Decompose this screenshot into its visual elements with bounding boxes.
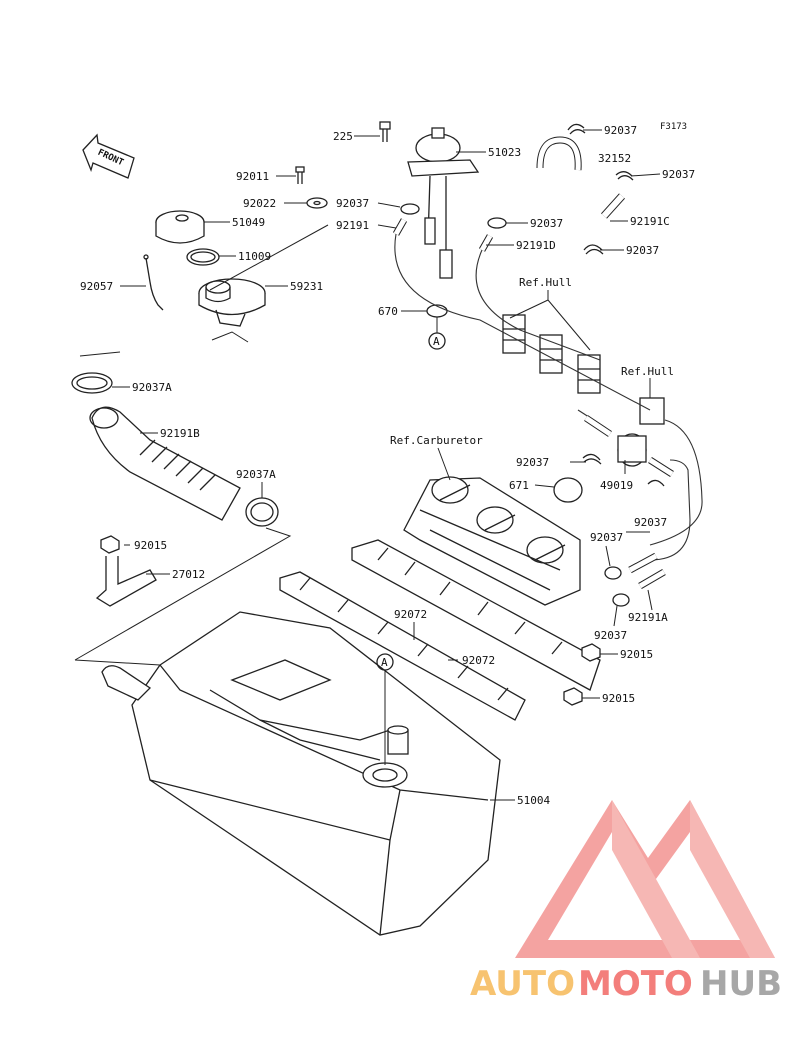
nut-92015-b-icon (581, 643, 601, 662)
label-671: 671 (509, 479, 529, 492)
washer-icon (306, 197, 328, 209)
label-92037-c: 92037 (336, 197, 369, 210)
front-arrow-icon: FRONT (82, 133, 135, 179)
clip-92037-f-icon (582, 453, 602, 465)
clip-92037-mid-icon (487, 217, 507, 229)
label-92037a-b: 92037A (236, 468, 276, 481)
label-51023: 51023 (488, 146, 521, 159)
label-92072-a: 92072 (394, 608, 427, 621)
label-92191: 92191 (336, 219, 369, 232)
figure-code: F3173 (660, 122, 687, 132)
label-92191c: 92191C (630, 215, 670, 228)
label-92191d: 92191D (516, 239, 556, 252)
bolt-225-icon (379, 121, 391, 142)
label-92011: 92011 (236, 170, 269, 183)
filler-neck-icon (198, 278, 266, 343)
label-51049: 51049 (232, 216, 265, 229)
callout-a-tank-text: A (381, 656, 388, 669)
label-59231: 59231 (290, 280, 323, 293)
label-49019: 49019 (600, 479, 633, 492)
label-11009: 11009 (238, 250, 271, 263)
filler-cap-icon (155, 210, 205, 244)
label-32152: 32152 (598, 152, 631, 165)
label-27012: 27012 (172, 568, 205, 581)
label-92037-d: 92037 (530, 217, 563, 230)
label-92037-e: 92037 (626, 244, 659, 257)
label-92037-h: 92037 (590, 531, 623, 544)
label-92037-g: 92037 (634, 516, 667, 529)
label-92191b: 92191B (160, 427, 200, 440)
clip-92037-l-icon (400, 203, 420, 215)
fuel-filter-icon (584, 415, 674, 477)
bracket-27012-icon (95, 556, 157, 607)
clip-32152-icon (615, 171, 634, 181)
label-92191a: 92191A (628, 611, 668, 624)
label-ref-hull-1: Ref.Hull (519, 276, 572, 289)
retainer-strip-lower-icon (279, 571, 526, 721)
clip-92037-r-icon (583, 244, 604, 255)
bolt-small-icon (295, 166, 305, 184)
fuel-line-3 (649, 419, 703, 546)
carburetor-icon (403, 476, 581, 606)
watermark-logo: AUTO MOTO HUB (470, 800, 782, 1004)
clamp-92037a-top-icon (71, 372, 113, 394)
label-ref-hull-2: Ref.Hull (621, 365, 674, 378)
clip-92037-i-icon (612, 593, 630, 607)
fuel-line-1 (394, 233, 651, 411)
oring-671-icon (553, 477, 583, 503)
label-225: 225 (333, 130, 353, 143)
label-92015-a: 92015 (134, 539, 167, 552)
clip-92037-top-icon (567, 123, 586, 135)
tether-strap-icon (143, 254, 164, 311)
nut-92015-c-icon (563, 687, 583, 706)
clip-92037-g-icon (647, 479, 665, 487)
label-92037-f: 92037 (516, 456, 549, 469)
retainer-strip-upper-icon (351, 539, 601, 691)
bracket-line-top (79, 351, 121, 357)
fuel-tank-icon (74, 611, 501, 936)
label-92022: 92022 (243, 197, 276, 210)
label-670: 670 (378, 305, 398, 318)
hose-92191a-icon (628, 552, 666, 590)
gasket-ring-icon (186, 248, 220, 266)
nut-92015-a-icon (100, 535, 120, 554)
hose-92191d-icon (478, 234, 494, 252)
watermark-text-auto: AUTO (470, 964, 575, 1004)
callout-a-tank: A (376, 653, 394, 765)
label-92037-a: 92037 (604, 124, 637, 137)
fuel-line-4 (649, 459, 691, 561)
label-92015-c: 92015 (602, 692, 635, 705)
label-92037a-a: 92037A (132, 381, 172, 394)
bent-hose-icon (536, 136, 582, 171)
label-92037-b: 92037 (662, 168, 695, 181)
hull-clamps-icon (502, 314, 665, 425)
label-92057: 92057 (80, 280, 113, 293)
clip-92037-h-icon (604, 566, 622, 580)
label-ref-carburetor: Ref.Carburetor (390, 434, 483, 447)
watermark-text-moto: MOTO (578, 964, 693, 1004)
label-51004: 51004 (517, 794, 550, 807)
callout-a-top-text: A (433, 335, 440, 348)
clamp-92037a-low-icon (245, 497, 279, 527)
part-labels: 225 51023 92037 32152 92037 92011 92022 … (80, 124, 695, 807)
watermark-text-hub: HUB (700, 964, 782, 1004)
callout-a-top: A (428, 317, 446, 350)
filler-hose-92191b-icon (89, 406, 241, 521)
bracket-line-mid (74, 527, 292, 661)
label-92037-i: 92037 (594, 629, 627, 642)
oring-670-icon (426, 304, 448, 318)
fuel-valve-icon (407, 127, 480, 279)
label-92072-b: 92072 (462, 654, 495, 667)
hose-92191c-icon (601, 193, 625, 219)
hose-92191-icon (392, 218, 408, 236)
fuel-line-2 (475, 249, 601, 361)
label-92015-b: 92015 (620, 648, 653, 661)
